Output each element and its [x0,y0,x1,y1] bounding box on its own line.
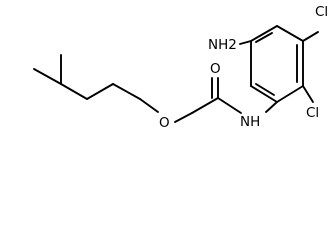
cl-bottom-bond [302,85,314,103]
atom-cl-top: Cl [315,4,328,20]
atom-o-carbonyl: O [210,61,221,77]
atom-o-ether: O [159,115,170,131]
isopentyl-chain [33,54,159,113]
atom-cl-bottom: Cl [306,105,319,121]
benzene-ring [250,25,304,103]
nh2-bond [239,40,252,45]
n-aryl-bond [265,101,278,113]
atom-nh2: NH2 [208,37,237,53]
chemical-structure-diagram: Cl Cl NH2 NH O O [33,4,328,131]
oxyacetamide-linker [174,77,242,123]
atom-nh: NH [240,114,260,130]
cl-top-bond [302,31,319,42]
